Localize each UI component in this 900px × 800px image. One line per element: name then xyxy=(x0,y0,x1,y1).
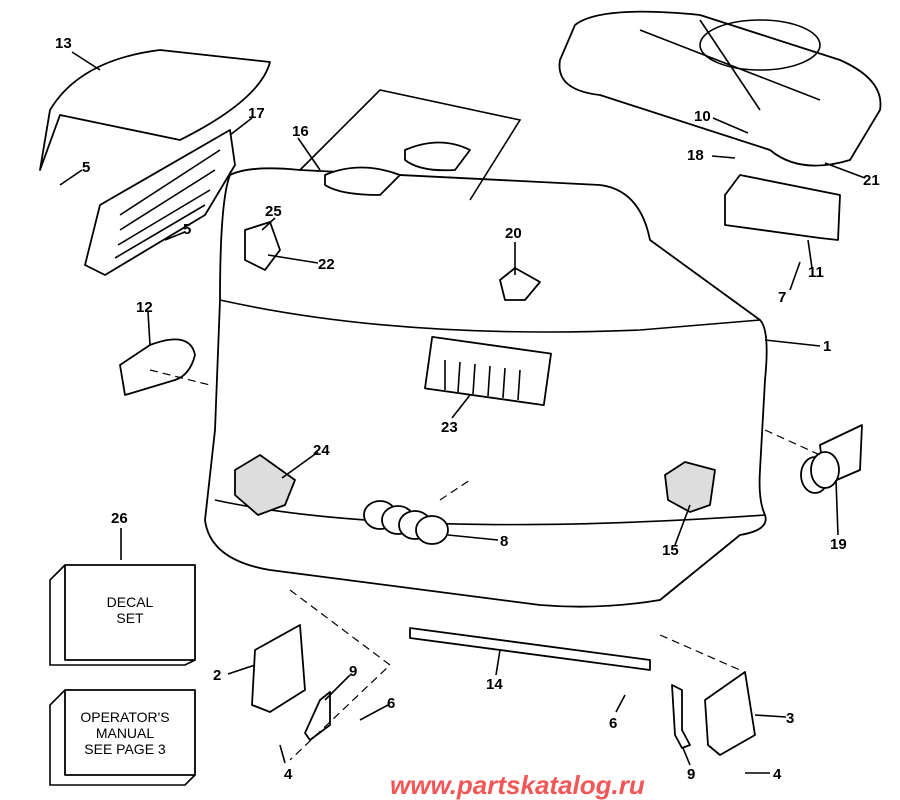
decal-set-box: DECAL SET xyxy=(49,564,196,666)
callout-23: 23 xyxy=(441,419,458,436)
callout-10: 10 xyxy=(694,108,711,125)
callout-3: 3 xyxy=(786,710,794,727)
callout-1: 1 xyxy=(823,338,831,355)
air-intake-part xyxy=(724,174,841,241)
manual-line3: SEE PAGE 3 xyxy=(84,741,166,757)
knob-20-part xyxy=(499,267,541,301)
operators-manual-box: OPERATOR'S MANUAL SEE PAGE 3 xyxy=(49,689,196,786)
seal-strip-part xyxy=(409,627,651,671)
pad-15-part xyxy=(664,461,716,513)
callout-19: 19 xyxy=(830,536,847,553)
callout-18: 18 xyxy=(687,147,704,164)
callout-labels: 13 17 5 5 16 25 22 20 10 18 21 11 7 12 1… xyxy=(55,35,880,783)
callout-5: 5 xyxy=(82,159,90,176)
callout-2: 2 xyxy=(213,667,221,684)
callout-9: 9 xyxy=(687,766,695,783)
bracket-2-part xyxy=(251,624,306,713)
callout-26: 26 xyxy=(111,510,128,527)
callout-20: 20 xyxy=(505,225,522,242)
callout-24: 24 xyxy=(313,442,330,459)
callout-8: 8 xyxy=(500,533,508,550)
callout-17: 17 xyxy=(248,105,265,122)
decal-19-part xyxy=(800,424,863,494)
callout-15: 15 xyxy=(662,542,679,559)
callout-22: 22 xyxy=(318,256,335,273)
callout-25: 25 xyxy=(265,203,282,220)
manual-line2: MANUAL xyxy=(96,725,155,741)
air-grille-part xyxy=(84,129,236,276)
decal-set-line1: DECAL xyxy=(107,594,154,610)
callout-6: 6 xyxy=(609,715,617,732)
callout-6: 6 xyxy=(387,695,395,712)
vent-assembly-part xyxy=(424,336,552,406)
watermark: www.partskatalog.ru xyxy=(390,770,645,800)
side-cover-part xyxy=(39,49,271,171)
decal-8-part xyxy=(363,500,449,545)
callout-14: 14 xyxy=(486,676,503,693)
callout-4: 4 xyxy=(284,766,293,783)
pad-24-part xyxy=(234,454,296,516)
flywheel-cover-part xyxy=(558,10,882,167)
callout-7: 7 xyxy=(778,289,786,306)
callout-11: 11 xyxy=(808,264,824,281)
decal-12-part xyxy=(119,338,196,396)
decal-set-line2: SET xyxy=(116,610,144,626)
callout-21: 21 xyxy=(863,172,880,189)
bracket-3-part xyxy=(704,671,756,756)
manual-line1: OPERATOR'S xyxy=(80,709,169,725)
callout-5: 5 xyxy=(183,221,191,238)
decal-25-part xyxy=(244,221,281,271)
callout-13: 13 xyxy=(55,35,72,52)
callout-16: 16 xyxy=(292,123,309,140)
clip-9b-part xyxy=(671,684,691,749)
callout-9: 9 xyxy=(349,663,357,680)
clip-9-part xyxy=(304,691,331,741)
callout-4: 4 xyxy=(773,766,782,783)
callout-12: 12 xyxy=(136,299,153,316)
